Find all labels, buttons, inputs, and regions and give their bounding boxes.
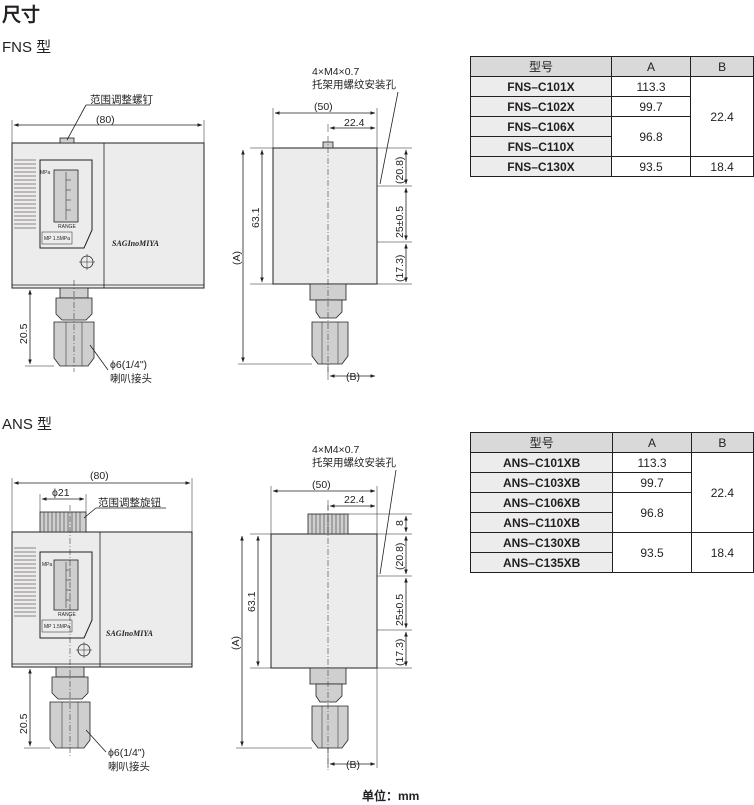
b-cell: 18.4 [690,532,754,573]
fns-flare-name-label: 喇叭接头 [110,372,152,385]
ans-flare-name-label: 喇叭接头 [108,760,150,773]
ans-adjust-knob [39,511,87,533]
header-b: B [690,432,754,453]
header-a: A [612,432,692,453]
header-model: 型号 [470,56,612,77]
fns-dim-offset: 22.4 [344,117,365,129]
table-row: FNS–C101X 113.3 22.4 [470,76,754,157]
fns-vent-ribs [14,159,36,229]
ans-dim-pitch: 25±0.5 [394,594,406,626]
table-row: ANS–C135XB [469,552,754,573]
model-cell: ANS–C106XB [469,492,614,513]
model-cell: FNS–C106X [470,116,612,137]
ans-dim-knob-dia: ϕ21 [52,487,70,499]
a-cell: 96.8 [612,492,692,533]
fns-spec-table: 型号 A B FNS–C101X 113.3 22.4 FNS–C102X 99… [470,56,754,177]
fns-front-view: RANGE MPa MP 1.5MPa SAGInoMIYA (80) 范围调整… [11,93,205,385]
model-cell: ANS–C110XB [469,512,614,533]
ans-side-view: (50) 22.4 4×M4×0.7 托架用螺纹安装孔 63.1 (A) 8 (… [230,444,412,771]
table-row: ANS–C101XB 113.3 22.4 [469,452,754,533]
fns-dim-pitch: 25±0.5 [394,206,406,238]
a-cell: 96.8 [610,116,692,157]
fns-dim-depth: (50) [314,101,333,113]
model-cell: FNS–C130X [470,156,612,177]
unit-note: 单位：mm [362,789,420,803]
ans-pressure-plate: MP 1.5MPa [44,624,70,630]
ans-scale-unit: MPa [42,562,53,568]
ans-dim-width: (80) [90,470,109,482]
fns-mount-hole-label: 托架用螺纹安装孔 [312,78,396,91]
table-header-row: 型号 A B [469,432,754,453]
model-cell: ANS–C135XB [469,552,614,573]
ans-vent-ribs [14,547,36,617]
ans-dim-lower: (17.3) [394,639,406,666]
ans-dim-upper: (20.8) [394,543,406,570]
a-cell: 93.5 [612,532,692,573]
ans-mount-hole-label: 托架用螺纹安装孔 [312,456,396,469]
ans-dim-offset: 22.4 [344,494,365,506]
fns-mount-thread-label: 4×M4×0.7 [312,66,359,78]
table-row: ANS–C110XB [469,512,754,533]
fns-flare-size-label: ϕ6(1/4") [110,359,147,371]
table-row: FNS–C106X 96.8 [470,116,754,157]
fns-range-text: RANGE [58,224,76,230]
ans-dim-fitting: 20.5 [18,713,30,734]
ans-brand-logo: SAGInoMIYA [106,629,154,638]
model-cell: ANS–C101XB [469,452,614,473]
fns-dim-b: (B) [346,371,360,383]
ans-mount-thread-label: 4×M4×0.7 [312,444,359,456]
ans-dim-total: (A) [230,636,242,650]
fns-dim-height: 63.1 [250,207,262,228]
fns-adjust-screw-label: 范围调整螺钉 [90,93,153,106]
b-cell: 22.4 [690,452,754,533]
page-title: 尺寸 [2,5,41,26]
model-cell: ANS–C130XB [469,532,614,553]
header-b: B [690,56,754,77]
ans-spec-table: 型号 A B ANS–C101XB 113.3 22.4 ANS–C103XB … [469,432,754,573]
fns-dim-width: (80) [96,114,115,126]
table-row: FNS–C130X 93.5 18.4 [470,156,754,177]
fns-dim-total: (A) [231,251,243,265]
fns-dim-fitting: 20.5 [18,323,30,344]
model-cell: FNS–C101X [470,76,612,97]
ans-dim-knob-height: 8 [394,520,406,526]
b-cell: 18.4 [690,156,754,177]
fns-pressure-plate: MP 1.5MPa [44,236,70,242]
a-cell: 93.5 [610,156,692,177]
fns-side-view: (50) 22.4 4×M4×0.7 托架用螺纹安装孔 63.1 (A) (20… [231,66,412,383]
ans-dim-b: (B) [346,759,360,771]
fns-dim-upper: (20.8) [394,157,406,184]
table-row: ANS–C130XB 93.5 18.4 [469,532,754,573]
table-row: ANS–C106XB 96.8 [469,492,754,533]
b-cell: 22.4 [690,76,754,157]
fns-brand-logo: SAGInoMIYA [112,239,160,248]
fns-scale-unit: MPa [40,170,51,176]
ans-flare-size-label: ϕ6(1/4") [108,747,145,759]
ans-dim-depth: (50) [312,479,331,491]
ans-front-view: RANGE MPa MP 1.5MPa SAGInoMIYA (80) ϕ21 … [11,470,193,773]
ans-dim-height: 63.1 [246,591,258,612]
header-model: 型号 [469,432,614,453]
fns-heading: FNS 型 [2,39,52,56]
ans-range-text: RANGE [58,612,76,618]
fns-dim-lower: (17.3) [394,255,406,282]
ans-heading: ANS 型 [2,416,53,433]
ans-adjust-knob-label: 范围调整旋钮 [98,496,161,509]
